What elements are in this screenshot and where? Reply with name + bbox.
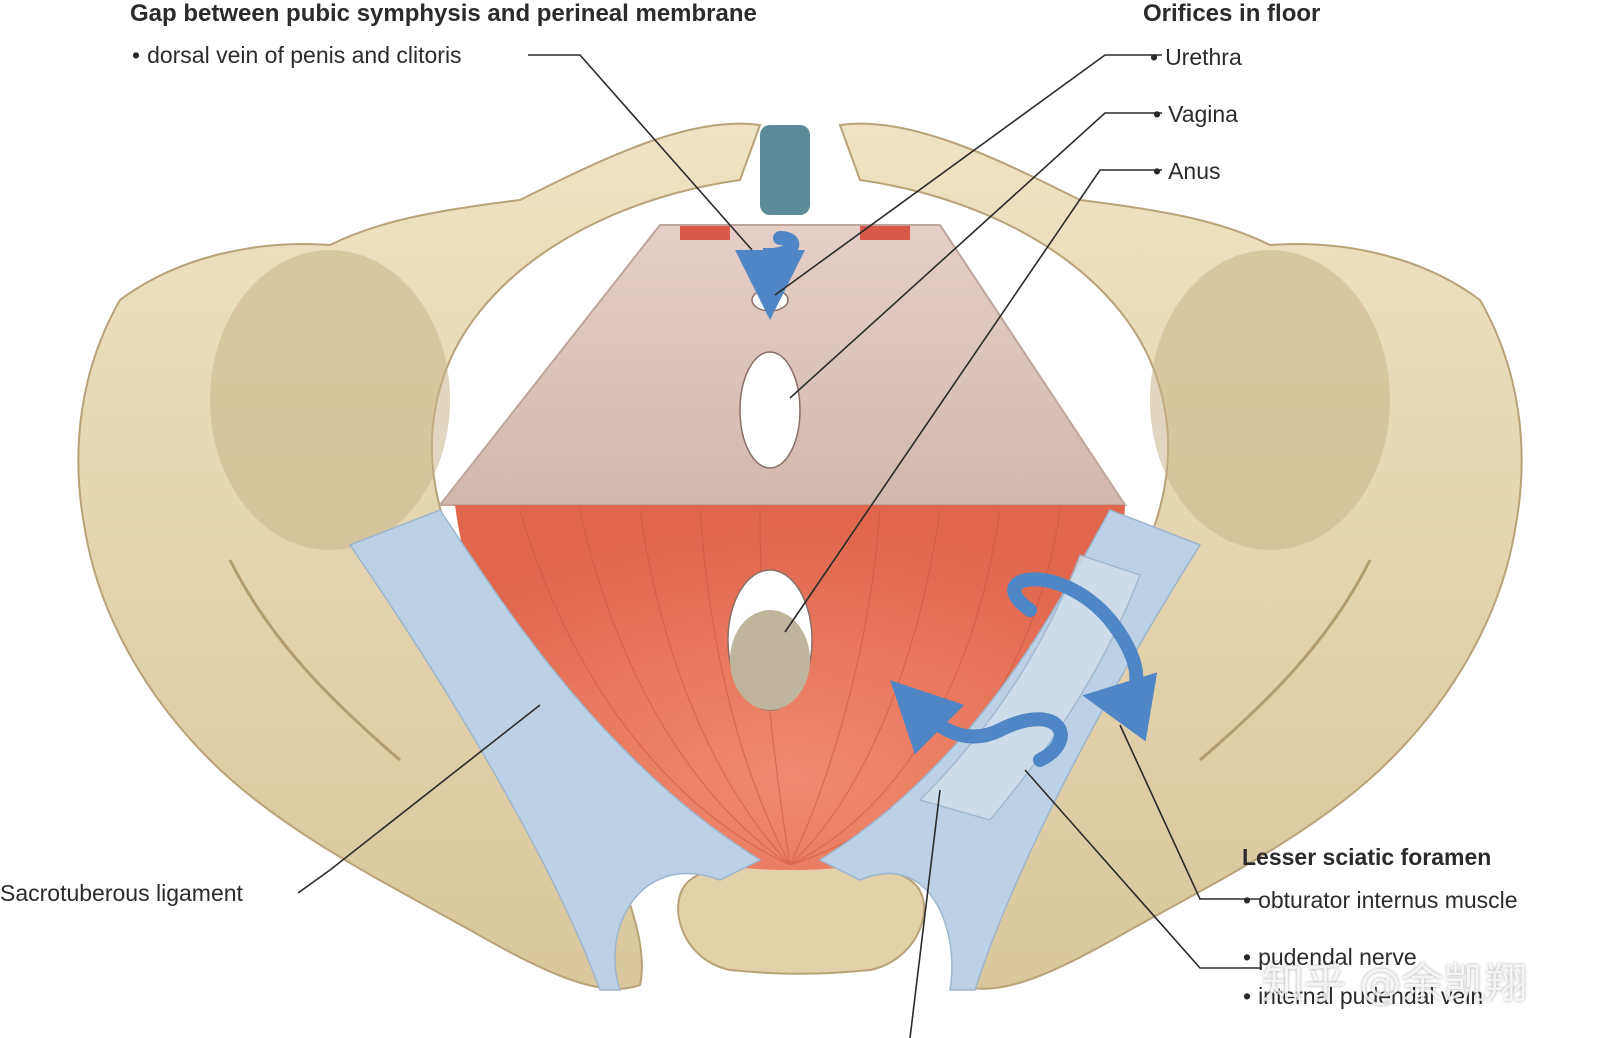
gap-item-dorsal-vein: dorsal vein of penis and clitoris [132, 42, 462, 69]
leader-sacrotuberous [297, 704, 541, 894]
leader-bottom [909, 789, 941, 1038]
lesser-sciatic-heading: Lesser sciatic foramen [1242, 844, 1492, 870]
gap-heading: Gap between pubic symphysis and perineal… [130, 0, 757, 27]
sacrospinous-ligament [918, 554, 1141, 821]
orifice-urethra-label: Urethra [1150, 44, 1242, 71]
sacrotuberous-ligament-left [348, 509, 762, 991]
leader-pudendal [1024, 769, 1262, 969]
lesser-item-obturator: obturator internus muscle [1243, 887, 1518, 914]
pudendal-nerve-arrow [890, 680, 1068, 767]
leader-urethra [774, 54, 1162, 296]
sacrotuberous-label: Sacrotuberous ligament [0, 880, 243, 906]
orifice-vagina-label: Vagina [1153, 101, 1238, 128]
lesser-item-pudendal-nerve: pudendal nerve [1243, 944, 1417, 971]
orifices-heading: Orifices in floor [1143, 0, 1321, 27]
leader-dorsal-vein [528, 54, 753, 251]
leader-obturator [1119, 724, 1260, 900]
pubic-symphysis [760, 125, 810, 215]
leader-vagina [789, 112, 1162, 399]
lesser-item-pudendal-vein: internal pudendal vein [1243, 983, 1483, 1010]
watermark: 知乎 @余凯翔 [1262, 959, 1528, 1008]
orifice-anus-label: Anus [1153, 158, 1220, 185]
vagina-orifice [739, 351, 801, 469]
obturator-arrow [1007, 572, 1158, 742]
dorsal-vein-arrow [735, 231, 805, 320]
leader-anus [784, 169, 1162, 633]
